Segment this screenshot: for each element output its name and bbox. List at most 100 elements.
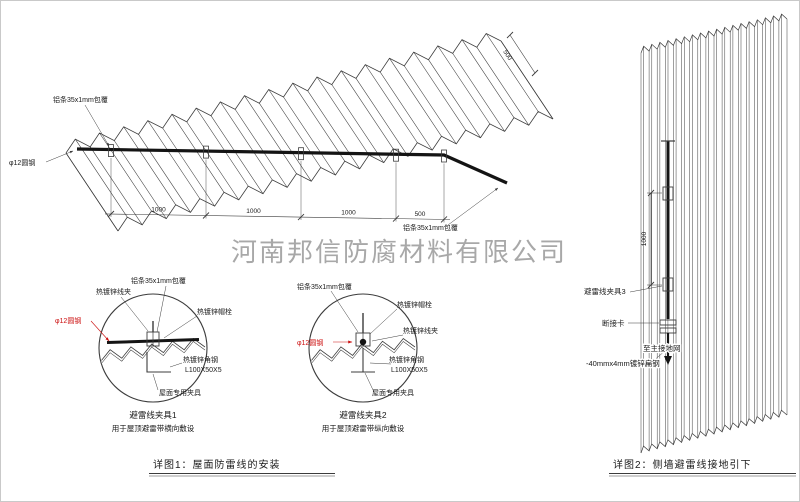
roof-rib: [89, 146, 143, 225]
dim-label: 500: [415, 211, 426, 218]
dim-tick: [506, 31, 514, 39]
label-wall-clamp: 避雷线夹具3: [584, 286, 626, 296]
corrugated-wall: [640, 13, 788, 454]
leader-line: [330, 290, 359, 333]
captions: 详图1：屋面防雷线的安装 详图2：侧墙避雷线接地引下: [149, 458, 796, 477]
sheet-profile-inner: [310, 341, 416, 365]
detail2-title: 避雷线夹具2: [339, 410, 387, 420]
dim-tick: [647, 189, 655, 197]
wire-clamp: [203, 145, 209, 159]
roof-profile-section: [100, 337, 206, 365]
roof-rib: [244, 95, 297, 174]
detail-circle: [308, 293, 418, 403]
dim-label: 500: [501, 49, 513, 62]
roof-rib: [210, 115, 264, 194]
roof-rib: [171, 114, 225, 193]
roof-rib: [355, 78, 409, 157]
detail-2: 铝条35x1mm包覆 热镀锌帽栓 φ12圆钢 热镀锌线夹 热镀锌角钢 L100X…: [297, 282, 438, 433]
label-alu-strip-right: 铝条35x1mm包覆: [403, 223, 458, 232]
roof-rib: [428, 59, 481, 138]
label-round-steel: φ12圆钢: [297, 338, 323, 347]
wire-clamp: [393, 148, 399, 162]
roof-rib: [389, 58, 442, 137]
label-cap-bolt: 热镀锌帽栓: [397, 300, 432, 309]
leader-line: [163, 315, 198, 339]
roof-rib: [340, 70, 394, 149]
label-roof-fixture: 屋面专用夹具: [372, 388, 414, 397]
roof-rib: [75, 139, 128, 218]
leader-line: [169, 362, 183, 368]
leader-line: [45, 150, 74, 163]
lightning-wire-cross-section: [359, 338, 367, 346]
label-disconnect: 断接卡: [602, 318, 625, 328]
caption-detail1: 详图1：屋面防雷线的安装: [153, 458, 281, 471]
dim-tick: [440, 216, 448, 223]
leader-line: [651, 349, 667, 363]
sheet-profile: [100, 337, 206, 362]
roof-rib: [123, 126, 176, 205]
main-view: 1000 1000 1000 500 500 铝条35x1mm包覆 φ12圆钢 …: [9, 31, 554, 232]
angle-steel-section: [146, 352, 171, 373]
leader-line: [447, 187, 499, 226]
label-alu-strip: 铝条35x1mm包覆: [297, 282, 352, 291]
roof-rib: [452, 53, 505, 132]
roof-top-edge: [65, 32, 502, 154]
label-wire-clip: 热镀锌线夹: [403, 326, 438, 335]
roof-rib: [195, 107, 249, 187]
dim-label: 1000: [151, 207, 166, 214]
label-alu-strip-top: 铝条35x1mm包覆: [53, 95, 108, 104]
label-angle-spec: L100X50X5: [185, 367, 222, 374]
side-view: 1000 避雷线夹具3 断接卡 至主接地网 -40mmx4mm镀锌扁钢: [583, 13, 788, 454]
roof-rib: [379, 71, 433, 151]
roof-rib: [292, 83, 346, 162]
down-arrow: [664, 356, 672, 365]
wire-clamp: [108, 144, 114, 158]
roof-rib: [437, 45, 491, 125]
roof-rib: [234, 109, 288, 188]
leader-line: [369, 362, 392, 365]
roof-rib: [147, 120, 201, 199]
dim-tick: [531, 69, 539, 77]
roof-rib: [307, 90, 360, 169]
label-alu-strip: 铝条35x1mm包覆: [131, 276, 186, 285]
leader-line: [369, 308, 398, 335]
roof-rib: [413, 51, 466, 131]
roof-rib: [283, 96, 336, 176]
roof-rib: [114, 140, 167, 219]
dim-tick: [202, 212, 210, 219]
sheet-profile-inner: [100, 341, 206, 365]
wire-clamps: [108, 144, 447, 163]
roof-rib: [259, 103, 312, 182]
detail1-subtitle: 用于屋顶避雷带横向敷设: [112, 423, 195, 433]
lightning-wire: [76, 147, 508, 185]
detail1-title: 避雷线夹具1: [129, 410, 177, 420]
leader-line: [629, 285, 663, 293]
dim-tick: [392, 215, 400, 222]
dim-tick: [647, 281, 655, 289]
dimension-eave: 500: [501, 31, 539, 77]
roof-rib: [485, 33, 539, 112]
roof-rib: [500, 40, 554, 120]
label-angle-steel: 热镀锌角钢: [183, 355, 218, 364]
leader-line: [120, 296, 149, 332]
label-angle-steel: 热镀锌角钢: [389, 355, 424, 364]
caption-detail2: 详图2：侧墙避雷线接地引下: [613, 458, 752, 471]
disconnect-clamp-plate: [659, 319, 677, 326]
roof-rib: [365, 64, 418, 143]
dim-label: 1000: [641, 231, 648, 246]
roof-bottom-edge: [117, 110, 554, 232]
label-angle-spec: L100X50X5: [391, 367, 428, 374]
dimension-line: [509, 34, 536, 74]
roof-rib: [220, 101, 273, 181]
roof-rib: [65, 152, 119, 232]
dim-label: 1000: [341, 210, 356, 217]
dimension-chain: 1000 1000 1000 500: [104, 158, 451, 223]
dim-tick: [297, 213, 305, 221]
roof-rib: [404, 65, 457, 145]
detail-circle: [98, 293, 208, 403]
label-wire-clip: 热镀锌线夹: [96, 287, 131, 296]
leader-line: [156, 285, 167, 333]
wall-wire-clamp: [662, 277, 674, 292]
